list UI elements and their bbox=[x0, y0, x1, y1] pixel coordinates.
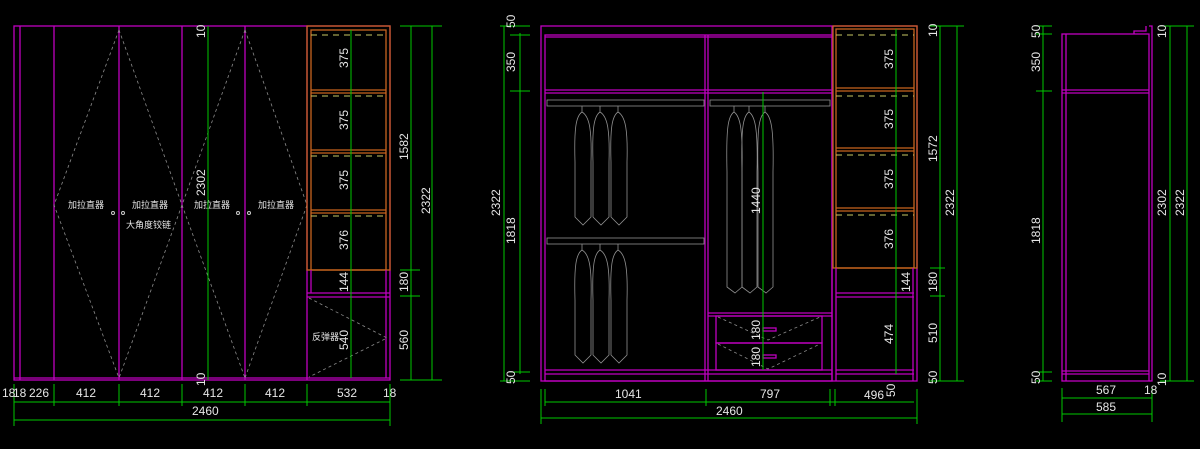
dim-width: 412 bbox=[203, 386, 223, 400]
dim-width: 496 bbox=[864, 388, 884, 402]
dim-shelf: 540 bbox=[337, 330, 351, 350]
dim-shelf: 375 bbox=[882, 169, 896, 189]
front-view: 加拉直器 加拉直器 加拉直器 加拉直器 大角度铰链 反弹器 10 2302 10… bbox=[2, 24, 442, 426]
dim-lower: 510 bbox=[926, 323, 940, 343]
dim-mid: 180 bbox=[926, 272, 940, 292]
rebounder-label: 反弹器 bbox=[312, 331, 339, 343]
dim-shelf: 375 bbox=[882, 109, 896, 129]
dim-top: 50 bbox=[1029, 24, 1043, 38]
dim-width: 18 bbox=[1144, 383, 1158, 397]
dim-total-width: 585 bbox=[1096, 400, 1116, 414]
dim-width: 412 bbox=[140, 386, 160, 400]
interior-view: 50 350 1818 50 2322 1440 180 180 375 375… bbox=[489, 14, 964, 424]
door-label: 加拉直器 bbox=[194, 199, 230, 211]
dim-shelf: 376 bbox=[882, 229, 896, 249]
dim-total-height: 2322 bbox=[489, 189, 503, 216]
dim-shelf: 375 bbox=[882, 49, 896, 69]
dim-top: 10 bbox=[1155, 24, 1169, 38]
drawer bbox=[715, 315, 823, 344]
hanging-rod bbox=[546, 99, 705, 107]
dim-bottom: 10 bbox=[1155, 372, 1169, 386]
dim-width: 18 bbox=[13, 386, 27, 400]
dim-shelf: 474 bbox=[882, 324, 896, 344]
dim-shelf: 376 bbox=[337, 230, 351, 250]
door-label: 加拉直器 bbox=[68, 199, 104, 211]
door-label: 加拉直器 bbox=[258, 199, 294, 211]
dim-width: 18 bbox=[2, 386, 16, 400]
dim-total-height: 2322 bbox=[1173, 189, 1187, 216]
dim-width: 1041 bbox=[615, 387, 642, 401]
dim-main: 1818 bbox=[504, 217, 518, 244]
dim-bottom: 50 bbox=[504, 370, 518, 384]
dim-width: 567 bbox=[1096, 383, 1116, 397]
dim-main: 1818 bbox=[1029, 217, 1043, 244]
dim-top: 10 bbox=[194, 24, 208, 38]
dim-total-width: 2460 bbox=[192, 404, 219, 418]
dim-inner-height: 2302 bbox=[194, 169, 208, 196]
dim-upper: 1572 bbox=[926, 135, 940, 162]
dim-shelf: 375 bbox=[337, 48, 351, 68]
dim-shelf: 375 bbox=[337, 170, 351, 190]
dim-inner-height: 2302 bbox=[1155, 189, 1169, 216]
dim-upper: 350 bbox=[504, 52, 518, 72]
dim-width: 412 bbox=[76, 386, 96, 400]
handle-icon bbox=[247, 211, 251, 215]
dim-bottom: 50 bbox=[1029, 370, 1043, 384]
drawer bbox=[715, 342, 823, 371]
dim-width: 18 bbox=[383, 386, 397, 400]
drawer-handle bbox=[762, 327, 777, 332]
hanging-rod bbox=[546, 237, 705, 245]
dim-hanging: 1440 bbox=[749, 187, 763, 214]
dim-bottom: 10 bbox=[194, 372, 208, 386]
dim-drawer: 180 bbox=[749, 320, 763, 340]
garments bbox=[574, 106, 774, 364]
handle-icon bbox=[111, 211, 115, 215]
hinge-label: 大角度铰链 bbox=[126, 219, 171, 231]
dim-width: 50 bbox=[884, 383, 898, 397]
dim-top: 50 bbox=[504, 14, 518, 28]
drawer-handle bbox=[762, 354, 777, 359]
dim-drawer: 180 bbox=[749, 347, 763, 367]
dim-total-height: 2322 bbox=[419, 187, 433, 214]
dim-shelf: 144 bbox=[337, 272, 351, 292]
dim-width: 412 bbox=[265, 386, 285, 400]
dim-width: 532 bbox=[337, 386, 357, 400]
dim-total-height: 2322 bbox=[943, 189, 957, 216]
dim-lower: 560 bbox=[397, 330, 411, 350]
dim-upper: 1582 bbox=[397, 133, 411, 160]
dim-mid: 180 bbox=[397, 272, 411, 292]
dim-shelf: 144 bbox=[899, 272, 913, 292]
dim-width: 226 bbox=[29, 386, 49, 400]
dim-shelf: 375 bbox=[337, 110, 351, 130]
dim-total-width: 2460 bbox=[716, 404, 743, 418]
side-view: 50 350 1818 50 10 2302 10 2322 567 18 58… bbox=[1029, 24, 1194, 422]
dim-top: 10 bbox=[926, 23, 940, 37]
door-label: 加拉直器 bbox=[132, 199, 168, 211]
dim-bottom: 50 bbox=[926, 370, 940, 384]
hanging-rod bbox=[709, 99, 831, 107]
dim-upper: 350 bbox=[1029, 52, 1043, 72]
handle-icon bbox=[121, 211, 125, 215]
dim-width: 797 bbox=[760, 387, 780, 401]
handle-icon bbox=[236, 211, 240, 215]
